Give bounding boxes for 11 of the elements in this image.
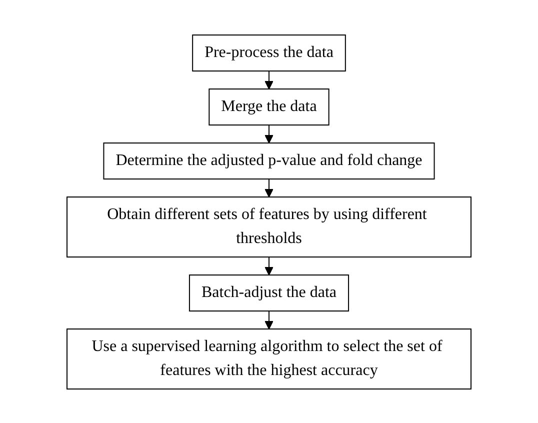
node-box: Use a supervised learning algorithm to select the set of features with the highest accuracy	[66, 328, 472, 389]
arrow	[264, 178, 274, 197]
node-box: Determine the adjusted p-value and fold change	[103, 142, 435, 179]
arrow	[264, 70, 274, 89]
arrow	[264, 256, 274, 275]
node-box: Merge the data	[208, 88, 330, 125]
node-box: Batch-adjust the data	[188, 274, 350, 311]
arrow	[264, 310, 274, 329]
node-box: Obtain different sets of features by using different thresholds	[66, 196, 472, 257]
node-box: Pre-process the data	[192, 34, 346, 71]
arrow	[264, 124, 274, 143]
